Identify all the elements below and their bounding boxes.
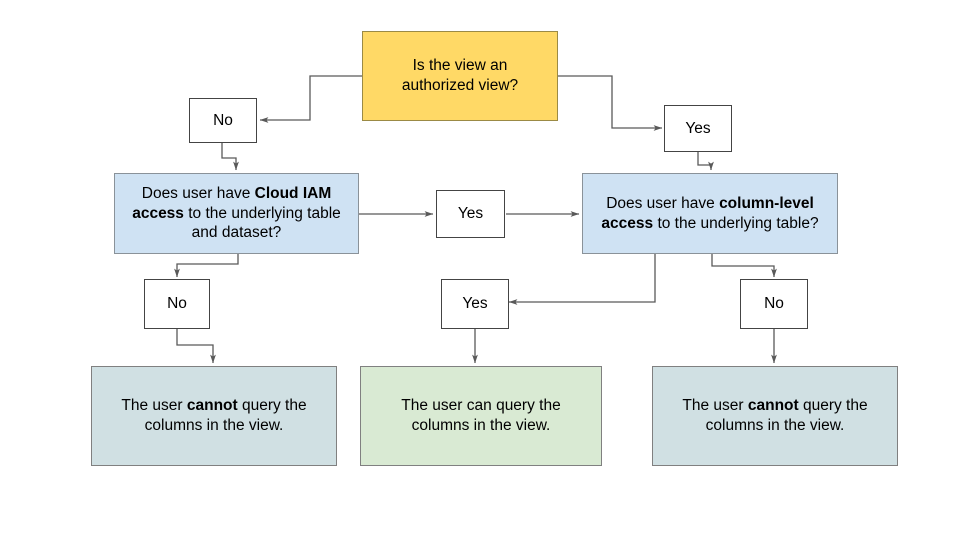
result-deny-right-emphasis: cannot: [747, 397, 799, 415]
node-result-allow[interactable]: The user can query the columns in the vi…: [360, 366, 602, 466]
branch-yes-middle-label: Yes: [457, 205, 484, 223]
result-deny-right-text: The user cannot query the columns in the…: [682, 397, 868, 434]
node-result-deny-right[interactable]: The user cannot query the columns in the…: [652, 366, 898, 466]
node-branch-no-left[interactable]: No: [144, 279, 210, 329]
decision-column-level-text: Does user have column-level access to th…: [601, 194, 819, 232]
node-branch-yes-top[interactable]: Yes: [664, 105, 732, 152]
node-branch-yes-middle[interactable]: Yes: [436, 190, 505, 238]
node-branch-no-top[interactable]: No: [189, 98, 257, 143]
branch-yes-bottom-label: Yes: [462, 295, 488, 313]
node-result-deny-left[interactable]: The user cannot query the columns in the…: [91, 366, 337, 466]
branch-no-top-label: No: [213, 111, 233, 129]
node-decision-column-level[interactable]: Does user have column-level access to th…: [582, 173, 838, 254]
result-allow-text: The user can query the columns in the vi…: [401, 397, 561, 434]
decision-cloud-iam-text: Does user have Cloud IAM access to the u…: [132, 184, 341, 242]
decision-cloud-iam-emphasis: Cloud IAM access: [132, 184, 332, 222]
decision-column-level-emphasis: column-level access: [601, 194, 814, 232]
node-decision-cloud-iam[interactable]: Does user have Cloud IAM access to the u…: [114, 173, 359, 254]
result-deny-left-emphasis: cannot: [186, 397, 238, 415]
start-question-text: Is the view an authorized view?: [401, 57, 519, 94]
edge-no-top-to-iam: [221, 143, 239, 171]
edge-column-to-no-right: [711, 254, 777, 278]
branch-no-left-label: No: [167, 295, 187, 313]
result-deny-left-text: The user cannot query the columns in the…: [121, 397, 307, 434]
node-branch-yes-bottom[interactable]: Yes: [441, 279, 509, 329]
branch-no-right-label: No: [764, 295, 784, 313]
edge-yes-top-to-column: [697, 152, 714, 171]
node-start-question[interactable]: Is the view an authorized view?: [362, 31, 558, 121]
node-branch-no-right[interactable]: No: [740, 279, 808, 329]
edge-column-to-yes-bottom: [508, 254, 656, 305]
edge-iam-to-no-left: [174, 254, 239, 278]
branch-yes-top-label: Yes: [685, 119, 711, 137]
edge-start-to-no-top: [259, 75, 362, 123]
edge-start-to-yes-top: [558, 75, 663, 131]
edge-no-left-to-deny-left: [176, 329, 216, 364]
